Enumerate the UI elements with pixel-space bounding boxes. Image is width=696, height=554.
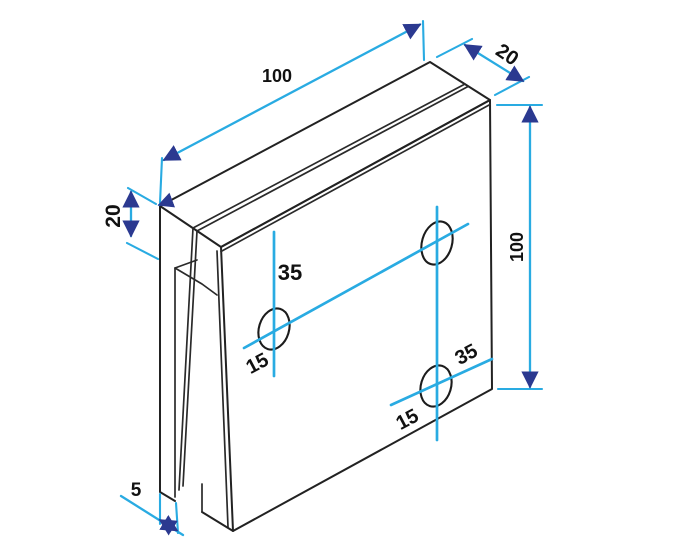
slot-mouth-lines <box>178 227 198 491</box>
top-slot-slit <box>192 83 469 232</box>
mid-left-hole <box>257 307 291 351</box>
front-face <box>220 99 493 532</box>
front-left-chamfer <box>216 250 229 528</box>
dimension-line <box>463 43 525 83</box>
diagonal-centerline-lower <box>389 357 494 407</box>
front-plate-bottom-edge <box>201 511 234 532</box>
slot-ceiling-edges <box>174 259 218 296</box>
dimension-right-height: 100 <box>495 103 544 391</box>
holes <box>257 220 454 408</box>
label-mid-hole-lateral: 15 <box>242 349 272 379</box>
top-right-hole <box>420 220 454 266</box>
dimension-plate-thickness: 5 <box>119 480 185 537</box>
dimension-top-depth: 20 <box>435 37 531 97</box>
extension-line <box>495 103 544 391</box>
corner-tick <box>157 192 176 208</box>
label-mid-hole-vertical: 35 <box>278 260 302 285</box>
diagonal-centerline-upper <box>242 222 470 350</box>
dim-label-plate-thickness: 5 <box>131 480 142 501</box>
left-end-back-edge <box>159 205 176 502</box>
dimension-top-length: 100 <box>157 19 426 208</box>
part-edges <box>159 61 493 532</box>
dimension-left-slot: 20 <box>102 186 160 261</box>
dim-label-top-length: 100 <box>262 66 292 86</box>
bottom-right-hole <box>419 364 453 408</box>
dimension-arrows <box>158 515 179 536</box>
dim-label-right-height: 100 <box>507 232 527 262</box>
dim-label-left-slot: 20 <box>102 204 125 227</box>
dimension-line <box>162 23 422 162</box>
front-top-chamfer <box>220 103 491 253</box>
hole-centerlines <box>242 205 494 442</box>
